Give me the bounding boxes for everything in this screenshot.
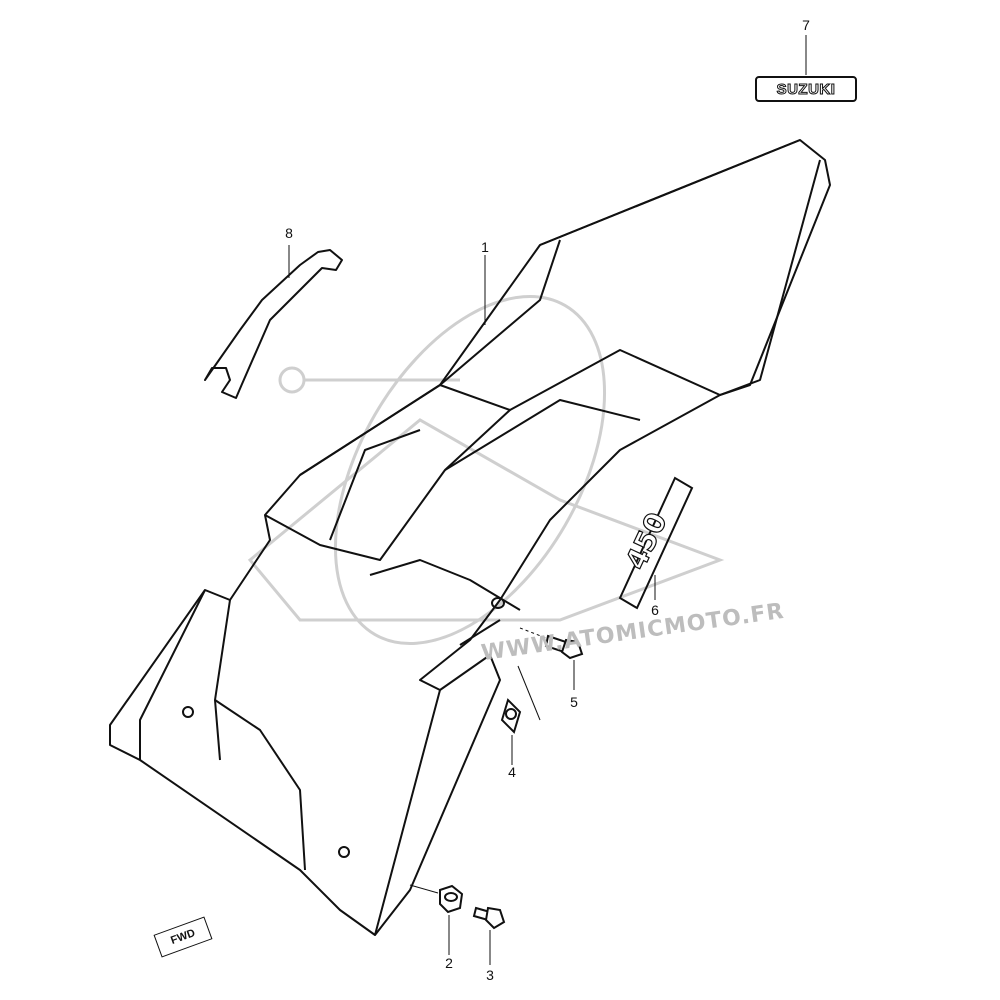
callout-4: 4 <box>508 764 516 780</box>
callout-5: 5 <box>570 694 578 710</box>
leader-lines <box>288 35 807 965</box>
callout-1: 1 <box>481 239 489 255</box>
nut-part-2 <box>409 884 464 914</box>
callout-3: 3 <box>486 967 494 983</box>
callout-2: 2 <box>445 955 453 971</box>
suzuki-decal-part-7: SUZUKI <box>755 76 857 102</box>
watermark-logo-graphic <box>247 295 725 645</box>
wrench-part-8 <box>204 249 343 399</box>
decal-450-part-6: 450 <box>618 476 694 610</box>
fwd-label: FWD <box>169 927 197 947</box>
rear-fender-part-1 <box>109 139 831 936</box>
callout-8: 8 <box>285 225 293 241</box>
bolt-part-5 <box>519 627 584 660</box>
callout-7: 7 <box>802 17 810 33</box>
callout-6: 6 <box>651 602 659 618</box>
nut-plate-part-4 <box>500 665 541 734</box>
screw-part-3 <box>472 906 506 930</box>
